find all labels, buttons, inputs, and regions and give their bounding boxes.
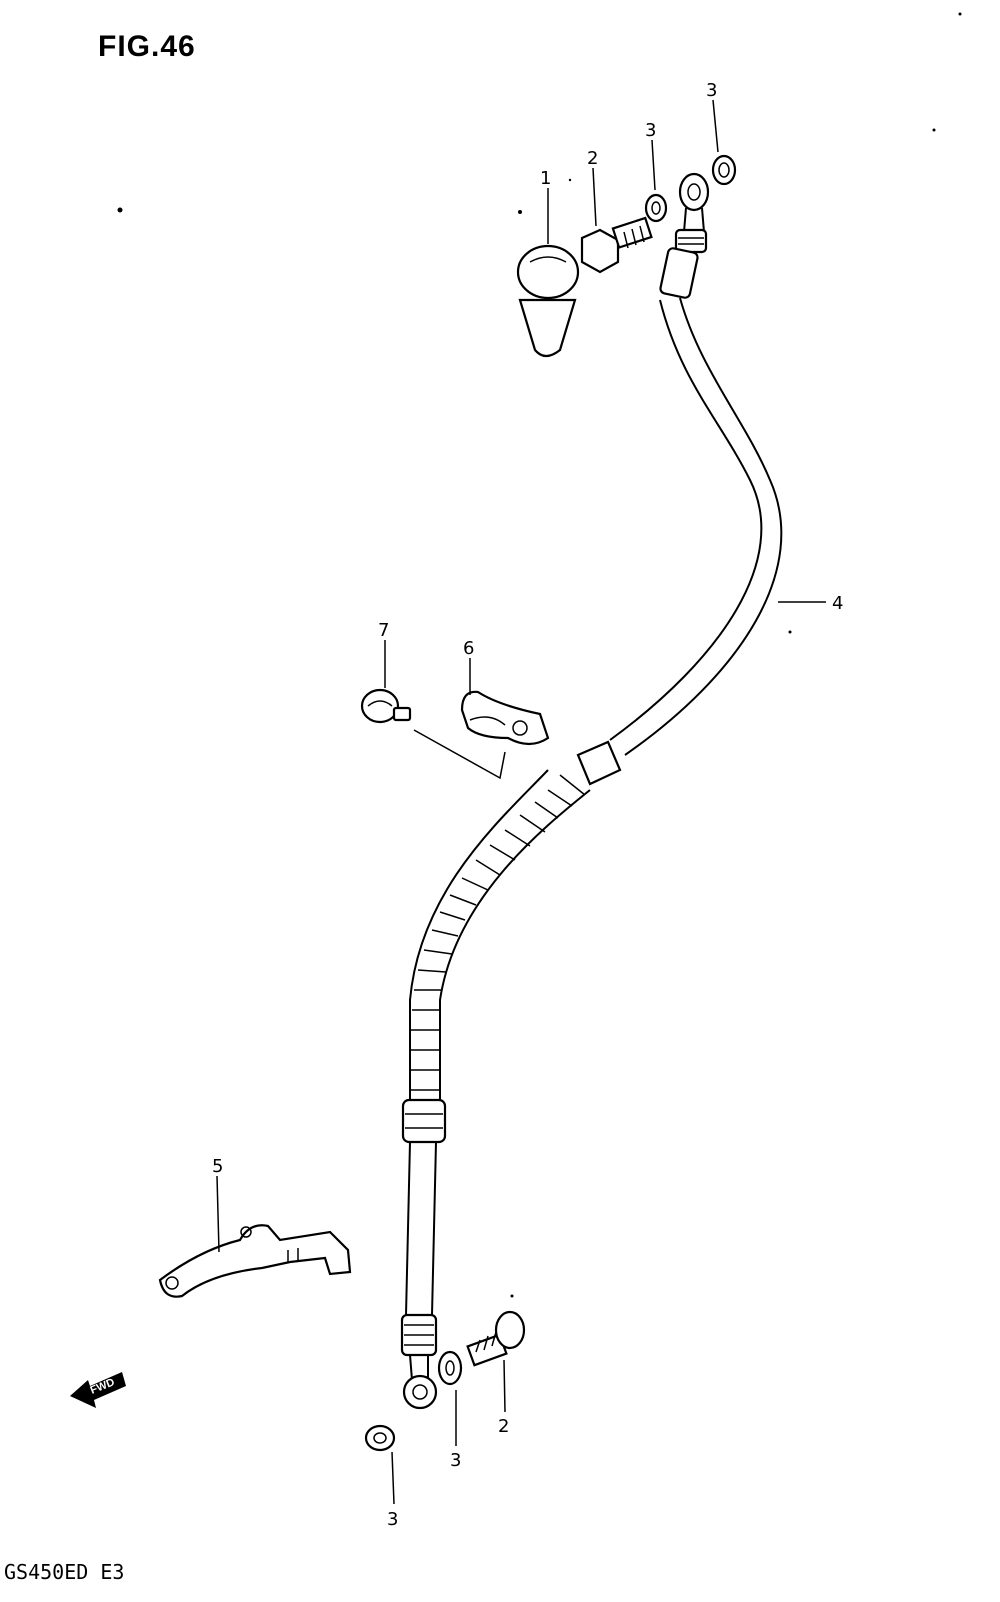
callout-3-bottom-1: 3 [450, 1450, 461, 1471]
callout-2-top: 2 [587, 148, 598, 169]
leader-lines [216, 99, 826, 1505]
washer-top-2 [711, 154, 737, 186]
callout-3-top-1: 3 [645, 120, 656, 141]
banjo-bolt-bottom [466, 1310, 526, 1367]
banjo-bolt-top [580, 216, 653, 274]
callout-6: 6 [463, 638, 474, 659]
callout-5: 5 [212, 1156, 223, 1177]
callout-7: 7 [378, 620, 389, 641]
clamp-screw [360, 688, 412, 724]
scan-speckles [117, 12, 962, 1298]
callout-3-top-2: 3 [706, 80, 717, 101]
boot-part [516, 244, 580, 358]
callout-4: 4 [832, 593, 843, 614]
model-code: GS450ED E3 [4, 1560, 125, 1584]
figure-title: FIG.46 [98, 30, 196, 63]
screw-leader [413, 729, 506, 780]
washer-top-1 [644, 193, 668, 223]
callout-2-bottom: 2 [498, 1416, 509, 1437]
washer-bottom-1 [437, 1350, 463, 1386]
callout-1: 1 [540, 168, 551, 189]
fwd-arrow-icon: FWD [70, 1372, 126, 1408]
brake-hose [400, 172, 783, 1410]
hose-clamp [460, 690, 550, 746]
hose-bracket [158, 1224, 352, 1298]
washer-bottom-2 [364, 1424, 396, 1452]
callout-3-bottom-2: 3 [387, 1509, 398, 1530]
